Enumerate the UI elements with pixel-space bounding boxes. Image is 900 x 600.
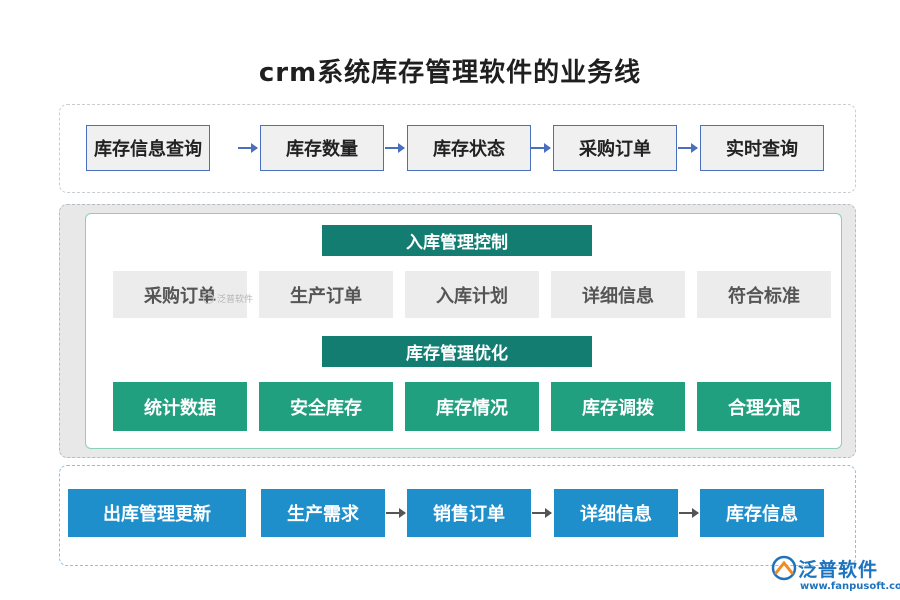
watermark-small-text: 泛普软件 (217, 295, 254, 305)
bottom-arrow-2 (532, 508, 552, 518)
brand-logo-name: 泛普软件 (798, 559, 879, 581)
brand-logo: 泛普软件 www.fanpusoft.com (770, 552, 900, 598)
optimize-box-4: 库存调拨 (551, 382, 685, 431)
outbound-box-2: 生产需求 (261, 489, 385, 537)
inbound-box-1: 采购订单 (113, 271, 247, 318)
outbound-box-1: 出库管理更新 (68, 489, 246, 537)
brand-logo-url: www.fanpusoft.com (800, 581, 900, 592)
watermark-logo-icon (203, 293, 214, 304)
inbound-box-2: 生产订单 (259, 271, 393, 318)
outbound-box-3: 销售订单 (407, 489, 531, 537)
top-arrow-2 (385, 143, 405, 153)
outbound-box-4: 详细信息 (554, 489, 678, 537)
inbound-box-4: 详细信息 (551, 271, 685, 318)
top-arrow-3 (531, 143, 551, 153)
inbound-box-5: 符合标准 (697, 271, 831, 318)
top-box-5: 实时查询 (700, 125, 824, 171)
watermark-small: 泛普软件 (203, 292, 253, 305)
brand-logo-icon (771, 555, 797, 581)
top-box-2: 库存数量 (260, 125, 384, 171)
diagram-title: crm系统库存管理软件的业务线 (258, 58, 642, 88)
outbound-box-5: 库存信息 (700, 489, 824, 537)
top-arrow-4 (678, 143, 698, 153)
top-box-1: 库存信息查询 (86, 125, 210, 171)
top-box-3: 库存状态 (407, 125, 531, 171)
inbound-header: 入库管理控制 (322, 225, 592, 256)
top-box-4: 采购订单 (553, 125, 677, 171)
inbound-box-3: 入库计划 (405, 271, 539, 318)
optimize-header: 库存管理优化 (322, 336, 592, 367)
optimize-box-5: 合理分配 (697, 382, 831, 431)
bottom-arrow-1 (386, 508, 406, 518)
optimize-box-3: 库存情况 (405, 382, 539, 431)
bottom-arrow-3 (679, 508, 699, 518)
top-arrow-1 (238, 143, 258, 153)
optimize-box-1: 统计数据 (113, 382, 247, 431)
optimize-box-2: 安全库存 (259, 382, 393, 431)
